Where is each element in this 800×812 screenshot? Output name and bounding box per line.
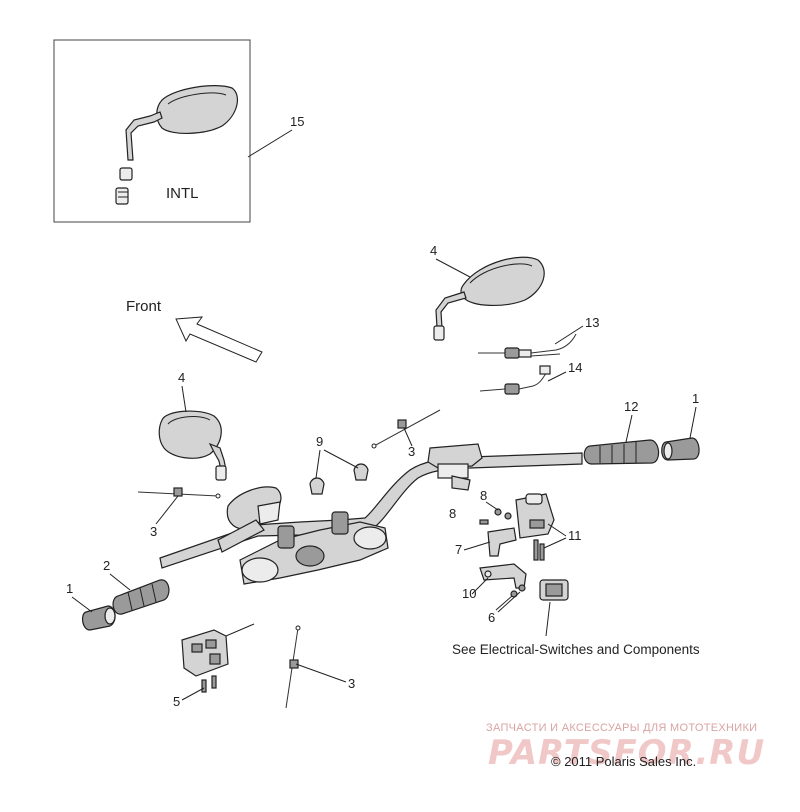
callout-12: 12: [624, 399, 638, 414]
callout-1-right: 1: [692, 391, 699, 406]
front-label: Front: [126, 298, 162, 315]
callout-4-right-mirror: 4: [430, 243, 437, 258]
screw-8: [479, 508, 512, 525]
bar-end-right: [661, 437, 700, 461]
left-control-housing: [217, 486, 282, 553]
callout-1-left: 1: [66, 581, 73, 596]
callout-11: 11: [568, 528, 582, 543]
front-direction-arrow: Front: [126, 298, 263, 363]
callout-5: 5: [173, 694, 180, 709]
mirror-right: [433, 256, 545, 341]
switch-left-screws: [201, 675, 217, 693]
callout-7: 7: [455, 542, 462, 557]
cable-tie-left: [137, 487, 221, 499]
callout-3-bottom: 3: [348, 676, 355, 691]
watermark-tagline: ЗАПЧАСТИ И АКСЕССУАРЫ ДЛЯ МОТОТЕХНИКИ: [486, 722, 757, 734]
clip-9: [309, 463, 369, 495]
triple-clamp: [239, 511, 389, 585]
callout-3-top: 3: [408, 444, 415, 459]
cable-tie-bottom: [285, 625, 301, 709]
intl-mirror-inset: INTL 15: [53, 39, 304, 223]
bracket-7: [487, 527, 517, 557]
cable-tie-top: [371, 409, 441, 449]
cable-13: [478, 333, 577, 359]
reference-note: See Electrical-Switches and Components: [452, 642, 700, 657]
copyright: © 2011 Polaris Sales Inc.: [551, 754, 696, 769]
watermark-brand: PARTSFOR.RU: [488, 733, 765, 773]
switch-module: [539, 579, 569, 601]
callout-13: 13: [585, 315, 599, 330]
callout-15: 15: [290, 114, 304, 129]
cable-14: [479, 365, 551, 395]
inset-variant-label: INTL: [166, 185, 199, 202]
mirror-left: [158, 410, 227, 481]
grip-right: [583, 439, 660, 465]
switch-left: [181, 623, 255, 677]
callout-4-left-mirror: 4: [178, 370, 185, 385]
bar-end-left: [81, 605, 116, 631]
right-master-cylinder: [427, 443, 483, 491]
callout-10: 10: [462, 586, 476, 601]
callout-14: 14: [568, 360, 582, 375]
intl-mirror-part: [115, 85, 239, 205]
switch-right: [515, 493, 555, 561]
callout-8-top: 8: [480, 488, 487, 503]
callout-2: 2: [103, 558, 110, 573]
callout-6: 6: [488, 610, 495, 625]
callout-8-mid: 8: [449, 506, 456, 521]
callout-3-left: 3: [150, 524, 157, 539]
grip-left: [112, 579, 170, 615]
bracket-10: [479, 563, 527, 589]
callout-9: 9: [316, 434, 323, 449]
handlebar: [159, 452, 583, 569]
